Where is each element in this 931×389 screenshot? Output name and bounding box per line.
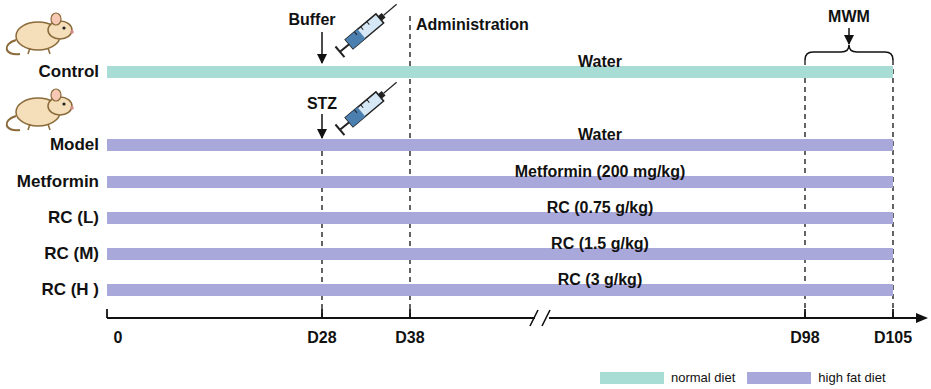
event-label: MWM xyxy=(828,8,870,26)
timeline-bar: ControlWater xyxy=(107,66,893,78)
pointer-arrow xyxy=(321,114,323,138)
syringe-icon xyxy=(335,77,401,135)
timeline-bar: ModelWater xyxy=(107,139,893,151)
dashed-marker xyxy=(322,16,893,317)
treatment-label: RC (3 g/kg) xyxy=(558,271,642,289)
timeline-bar: RC (L)RC (0.75 g/kg) xyxy=(107,212,893,224)
timeline-bar: RC (M)RC (1.5 g/kg) xyxy=(107,248,893,260)
axis-tick-label: 0 xyxy=(114,329,123,347)
axis-tick-label: D98 xyxy=(790,329,819,347)
brace xyxy=(805,45,893,60)
legend-label: normal diet xyxy=(671,371,735,385)
group-label: RC (M) xyxy=(44,245,99,264)
syringe-icon xyxy=(335,0,401,57)
treatment-label: RC (0.75 g/kg) xyxy=(547,199,654,217)
legend-swatch xyxy=(600,372,664,384)
axis-break-gap xyxy=(535,312,549,324)
event-label: Buffer xyxy=(288,11,335,29)
axis-arrowhead xyxy=(916,313,928,323)
timeline-bar: RC (H )RC (3 g/kg) xyxy=(107,284,893,296)
treatment-label: RC (1.5 g/kg) xyxy=(551,235,649,253)
event-label: STZ xyxy=(307,95,337,113)
axis-tick xyxy=(107,309,893,318)
axis-tick-label: D105 xyxy=(874,329,912,347)
group-label: Metformin xyxy=(17,173,99,192)
group-label: Model xyxy=(50,136,99,155)
legend-label: high fat diet xyxy=(818,371,885,385)
pointer-arrow xyxy=(321,32,323,63)
event-label: Administration xyxy=(416,16,529,34)
pointer-arrow xyxy=(848,28,850,44)
treatment-label: Metformin (200 mg/kg) xyxy=(515,163,686,181)
timeline-bar: MetforminMetformin (200 mg/kg) xyxy=(107,176,893,188)
rat-icon xyxy=(7,89,74,130)
axis-tick-label: D38 xyxy=(395,329,424,347)
group-label: RC (H ) xyxy=(41,281,99,300)
legend-swatch xyxy=(747,372,811,384)
time-axis xyxy=(107,317,918,319)
axis-tick-label: D28 xyxy=(307,329,336,347)
treatment-label: Water xyxy=(578,126,622,144)
rat-icon xyxy=(7,13,74,54)
treatment-label: Water xyxy=(578,53,622,71)
group-label: Control xyxy=(39,63,99,82)
axis-break xyxy=(530,310,550,326)
group-label: RC (L) xyxy=(48,209,99,228)
